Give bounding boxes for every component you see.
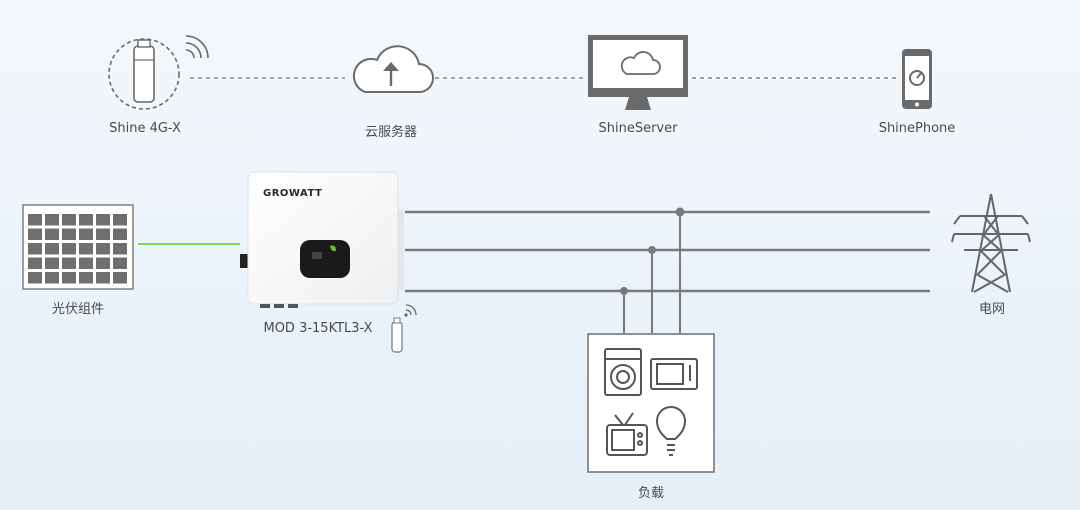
solar-cell <box>113 228 127 240</box>
server-node <box>585 32 691 114</box>
junction-l1 <box>675 207 685 217</box>
solar-cell <box>28 228 42 240</box>
pv-node <box>22 204 134 290</box>
inverter-brand: GROWATT <box>263 188 323 199</box>
solar-cell <box>96 243 110 255</box>
grid-label: 电网 <box>978 302 1005 317</box>
solar-cell <box>79 228 93 240</box>
load-node <box>587 333 715 473</box>
pv-label: 光伏组件 <box>51 302 104 317</box>
solar-cell <box>62 272 76 284</box>
solar-cell <box>113 257 127 269</box>
power-tower-icon <box>951 193 1031 293</box>
solar-cell <box>28 214 42 226</box>
solar-cell <box>45 257 59 269</box>
solar-cell <box>45 214 59 226</box>
solar-cell <box>96 272 110 284</box>
solar-cell <box>113 272 127 284</box>
inverter-dongle <box>388 302 422 354</box>
junction-l3 <box>620 287 628 295</box>
inverter-icon <box>240 171 404 308</box>
wifi-dongle-small-icon <box>391 304 417 353</box>
wifi-dongle-icon <box>108 35 209 110</box>
phone-label: ShinePhone <box>878 121 956 136</box>
solar-cell <box>113 243 127 255</box>
cloud-label: 云服务器 <box>364 125 417 140</box>
solar-cell <box>96 257 110 269</box>
appliances-icon <box>587 333 715 473</box>
solar-cell <box>62 243 76 255</box>
solar-cell <box>113 214 127 226</box>
cloud-node <box>345 40 437 100</box>
solar-cell <box>62 228 76 240</box>
solar-cell <box>79 272 93 284</box>
load-label: 负载 <box>637 486 664 501</box>
solar-cell <box>96 214 110 226</box>
solar-cell <box>45 243 59 255</box>
server-label: ShineServer <box>598 121 678 136</box>
solar-cell <box>45 272 59 284</box>
monitor-cloud-icon <box>588 35 688 110</box>
cloud-upload-icon <box>352 45 434 93</box>
solar-panel-icon <box>22 204 134 290</box>
solar-cell <box>79 214 93 226</box>
junction-l2 <box>648 246 656 254</box>
shine4g-node <box>100 32 210 112</box>
solar-cell <box>28 257 42 269</box>
solar-cell <box>62 257 76 269</box>
smartphone-icon <box>902 49 932 109</box>
microwave-icon <box>650 358 698 390</box>
light-bulb-icon <box>655 406 687 456</box>
solar-cell <box>79 243 93 255</box>
solar-cell <box>96 228 110 240</box>
tv-icon <box>606 412 648 456</box>
washing-machine-icon <box>604 348 642 396</box>
inverter-label: MOD 3-15KTL3-X <box>263 321 373 336</box>
phone-node <box>900 47 934 111</box>
solar-cell <box>28 272 42 284</box>
inverter-node: GROWATT <box>236 170 411 315</box>
solar-cell <box>62 214 76 226</box>
grid-node <box>948 190 1034 294</box>
solar-cell <box>79 257 93 269</box>
solar-cell <box>45 228 59 240</box>
solar-cell <box>28 243 42 255</box>
shine4g-label: Shine 4G-X <box>109 121 181 136</box>
